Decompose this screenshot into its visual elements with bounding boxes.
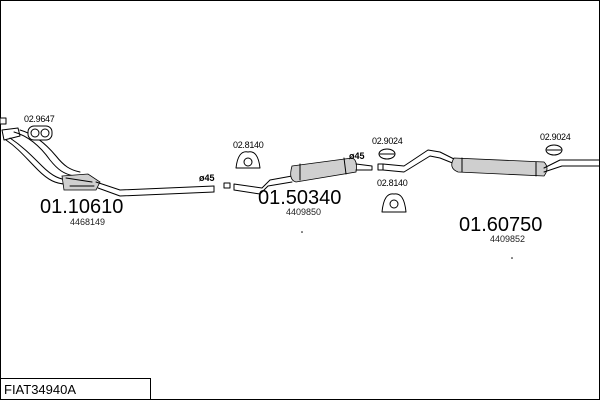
diameter-second-label: ø45 — [349, 151, 365, 161]
hanger-icon-mid — [381, 193, 407, 213]
part-number-3: 01.60750 — [459, 214, 542, 236]
hanger-mid-label: 02.8140 — [377, 178, 408, 188]
middle-silencer-assembly — [233, 157, 373, 195]
oe-number-2: 4409850 — [286, 207, 321, 217]
oe-number-3: 4409852 — [490, 234, 525, 244]
gasket-label: 02.9647 — [24, 114, 55, 124]
part-number-2: 01.50340 — [258, 187, 341, 209]
oe-number-1: 4468149 — [70, 217, 105, 227]
front-pipe-assembly — [0, 117, 231, 197]
clamp-right-label: 02.9024 — [540, 132, 571, 142]
reference-box: FIAT34940A — [0, 378, 151, 400]
rear-silencer-assembly — [377, 149, 600, 177]
clamp-mid-label: 02.9024 — [372, 136, 403, 146]
clamp-icon-right — [545, 144, 563, 156]
clamp-icon-mid — [378, 148, 396, 160]
reference-code: FIAT34940A — [4, 382, 76, 397]
part-number-1: 01.10610 — [40, 196, 123, 218]
hanger-icon-left — [235, 151, 261, 169]
gasket-icon — [27, 125, 53, 141]
hanger-left-label: 02.8140 — [233, 140, 264, 150]
diameter-first-label: ø45 — [199, 173, 215, 183]
